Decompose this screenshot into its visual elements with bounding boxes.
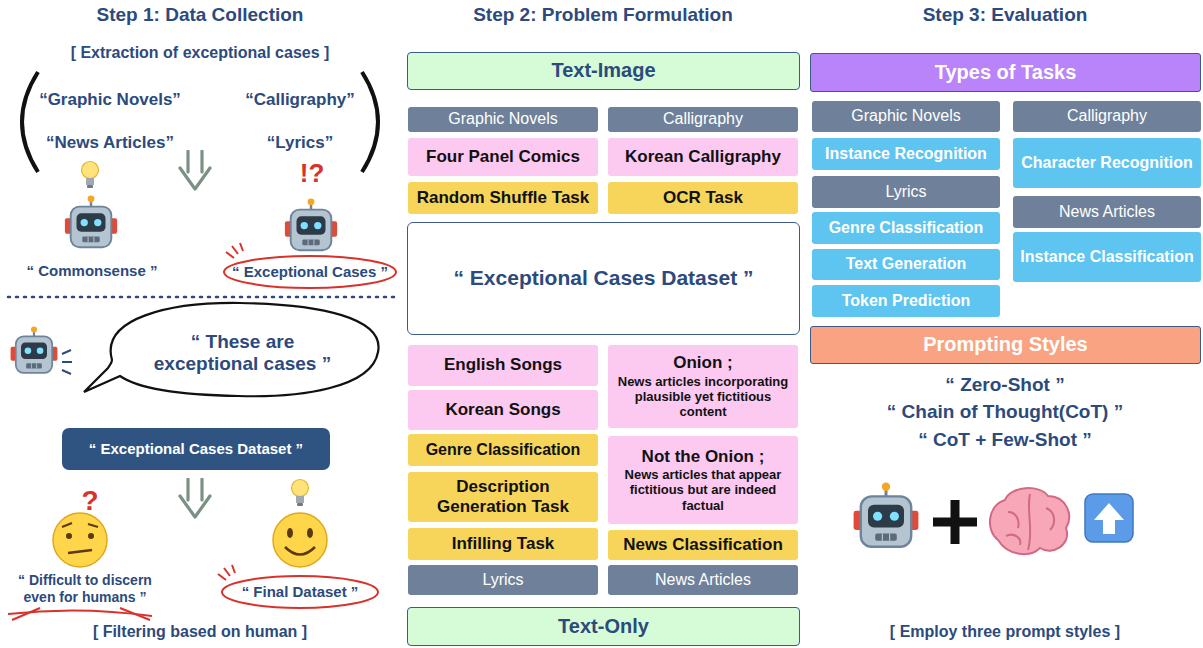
box-text: Lyrics — [818, 183, 994, 202]
section-band: Prompting Styles — [810, 326, 1201, 364]
box-text: Instance Recognition — [818, 145, 994, 164]
label-text: “Calligraphy” — [225, 90, 375, 110]
category-box: Lyrics — [812, 176, 1000, 208]
box-text: Types of Tasks — [817, 61, 1194, 85]
box-text: Genre Classification — [414, 441, 592, 460]
box-text: Text Generation — [818, 255, 994, 274]
box-text: Text-Image — [414, 59, 793, 83]
label-text: Step 2: Problem Formulation — [406, 4, 801, 27]
box-text: Instance Classification — [1019, 248, 1195, 267]
task-type-box: Character Recognition — [1013, 138, 1201, 188]
label-text: “ Final Dataset ” — [220, 583, 380, 601]
box-text: Genre Classification — [818, 219, 994, 238]
source-box: English Songs — [408, 345, 598, 386]
section-band: Types of Tasks — [810, 53, 1201, 92]
box-text: Graphic Novels — [818, 107, 994, 126]
task-type-box: Instance Recognition — [812, 138, 1000, 170]
speech-bubble: “ These are exceptional cases ” — [130, 318, 355, 388]
source-box: Four Panel Comics — [408, 138, 598, 176]
category-box: News Articles — [608, 565, 798, 595]
box-text: Calligraphy — [1019, 107, 1195, 126]
label-text: “ CoT + Few-Shot ” — [810, 429, 1200, 452]
category-box: Calligraphy — [608, 107, 798, 132]
box-text: Description Generation Task — [414, 477, 592, 517]
task-type-box: Token Prediction — [812, 285, 1000, 317]
box-text: Prompting Styles — [817, 333, 1194, 357]
box-note: News articles that appear fictitious but… — [614, 467, 792, 513]
category-box: Graphic Novels — [408, 107, 598, 132]
source-box: Korean Calligraphy — [608, 138, 798, 176]
source-box: Onion ;News articles incorporating plaus… — [608, 345, 798, 428]
box-text: “ Exceptional Cases Dataset ” — [414, 266, 793, 291]
task-box: Description Generation Task — [408, 472, 598, 522]
task-box: Infilling Task — [408, 528, 598, 560]
label-text: ? — [75, 484, 105, 518]
box-text: News Articles — [614, 571, 792, 590]
label-text: “Lyrics” — [225, 133, 375, 153]
box-text: News Classification — [614, 535, 792, 555]
box-text: Korean Calligraphy — [614, 147, 792, 167]
label-text: “News Articles” — [25, 133, 195, 153]
label-text: [ Employ three prompt styles ] — [810, 622, 1200, 641]
label-text: “ Commonsense ” — [7, 262, 177, 280]
task-box: Random Shuffle Task — [408, 182, 598, 214]
box-text: Four Panel Comics — [414, 147, 592, 167]
modality-band: Text-Only — [407, 607, 800, 646]
modality-band: Text-Image — [407, 52, 800, 90]
box-note: News articles incorporating plausible ye… — [614, 374, 792, 420]
label-text: [ Extraction of exceptional cases ] — [5, 43, 395, 62]
label-text: [ Filtering based on human ] — [5, 622, 395, 641]
box-text: Text-Only — [414, 615, 793, 639]
label-text: “ Exceptional Cases ” — [230, 263, 390, 281]
label-text: !? — [290, 158, 334, 189]
label-text: “ Zero-Shot ” — [810, 374, 1200, 397]
label-text: “ Chain of Thought(CoT) ” — [810, 401, 1200, 424]
task-type-box: Text Generation — [812, 249, 1000, 280]
task-box: OCR Task — [608, 182, 798, 214]
box-text: Token Prediction — [818, 292, 994, 311]
box-text: Onion ; — [614, 353, 792, 373]
box-text: OCR Task — [614, 188, 792, 208]
source-box: Not the Onion ;News articles that appear… — [608, 436, 798, 524]
box-text: Character Recognition — [1019, 154, 1195, 173]
box-text: Random Shuffle Task — [414, 188, 592, 208]
box-text: Lyrics — [414, 571, 592, 590]
category-box: Lyrics — [408, 565, 598, 595]
box-text: Not the Onion ; — [614, 447, 792, 467]
box-text: Graphic Novels — [414, 110, 592, 129]
box-text: News Articles — [1019, 203, 1195, 222]
task-type-box: Instance Classification — [1013, 232, 1201, 282]
box-text: Korean Songs — [414, 400, 592, 420]
task-type-box: Genre Classification — [812, 212, 1000, 244]
box-text: “ Exceptional Cases Dataset ” — [68, 440, 324, 458]
label-text: Step 1: Data Collection — [5, 4, 395, 27]
source-box: Korean Songs — [408, 390, 598, 430]
task-box: News Classification — [608, 530, 798, 560]
label-text: Step 3: Evaluation — [810, 4, 1200, 27]
box-text: Infilling Task — [414, 534, 592, 554]
box-text: Calligraphy — [614, 110, 792, 129]
dataset-panel: “ Exceptional Cases Dataset ” — [407, 222, 800, 335]
category-box: News Articles — [1013, 196, 1201, 228]
label-text: “Graphic Novels” — [25, 90, 195, 110]
box-text: English Songs — [414, 355, 592, 375]
box-text: “ These are exceptional cases ” — [136, 331, 349, 376]
label-text: “ Difficult to discern even for humans ” — [3, 572, 168, 606]
task-box: Genre Classification — [408, 434, 598, 466]
category-box: Calligraphy — [1013, 101, 1201, 132]
dataset-box: “ Exceptional Cases Dataset ” — [62, 428, 330, 470]
category-box: Graphic Novels — [812, 101, 1000, 132]
